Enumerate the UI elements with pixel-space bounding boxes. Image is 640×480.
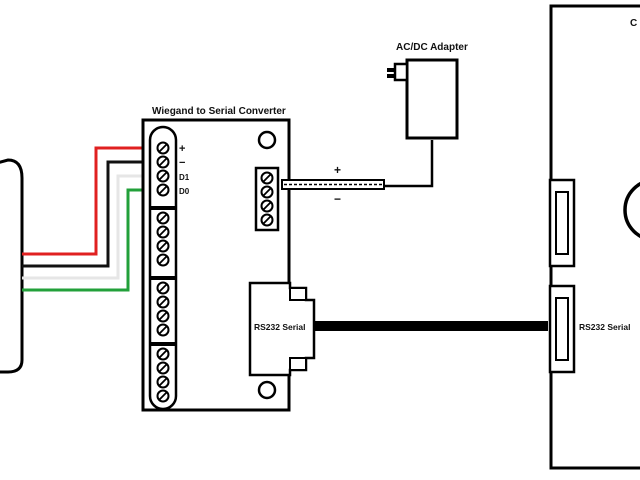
green-wire — [22, 188, 156, 292]
power-label-plus: + — [334, 163, 341, 177]
serial-cable — [314, 321, 548, 331]
screw-terminal — [156, 141, 170, 155]
screw-terminal — [156, 389, 170, 403]
screw-terminal — [156, 225, 170, 239]
rs232-label-left: RS232 Serial — [254, 322, 306, 332]
mounting-hole — [257, 130, 277, 150]
screw-terminal — [260, 213, 274, 227]
screw-terminal — [260, 199, 274, 213]
mounting-hole — [257, 380, 277, 400]
power-terminal-block — [254, 166, 280, 232]
acdc-adapter — [387, 58, 459, 140]
reader-wires — [22, 146, 156, 292]
terminal-label-d1: D1 — [179, 173, 190, 182]
terminal-label-d0: D0 — [179, 187, 190, 196]
screw-terminal — [156, 375, 170, 389]
converter-board — [141, 118, 316, 412]
screw-terminal — [156, 155, 170, 169]
host-device — [548, 4, 640, 470]
rs232-label-right: RS232 Serial — [579, 322, 631, 332]
adapter-title: AC/DC Adapter — [396, 42, 468, 53]
screw-terminal — [156, 323, 170, 337]
terminal-divider — [150, 206, 176, 210]
power-terminal-screws — [260, 171, 274, 227]
host-device-label-clipped: C — [630, 18, 637, 29]
screw-terminal — [156, 211, 170, 225]
black-wire — [22, 160, 156, 268]
red-wire — [22, 146, 156, 256]
screw-terminal — [156, 347, 170, 361]
terminal-divider — [150, 342, 176, 346]
terminal-label-minus: − — [179, 157, 185, 169]
card-reader — [0, 158, 24, 374]
screw-terminal — [156, 361, 170, 375]
terminal-strip — [148, 125, 178, 411]
terminal-screws — [150, 141, 176, 403]
screw-terminal — [260, 185, 274, 199]
screw-terminal — [156, 253, 170, 267]
screw-terminal — [156, 239, 170, 253]
screw-terminal — [156, 169, 170, 183]
screw-terminal — [156, 183, 170, 197]
power-label-minus: − — [334, 192, 341, 206]
screw-terminal — [260, 171, 274, 185]
screw-terminal — [156, 309, 170, 323]
terminal-label-plus: + — [179, 143, 185, 155]
power-cable — [281, 140, 434, 190]
screw-terminal — [156, 281, 170, 295]
converter-title: Wiegand to Serial Converter — [152, 106, 286, 117]
white-wire — [22, 174, 156, 280]
host-round-fan — [623, 182, 640, 238]
terminal-divider — [150, 276, 176, 280]
screw-terminal — [156, 295, 170, 309]
